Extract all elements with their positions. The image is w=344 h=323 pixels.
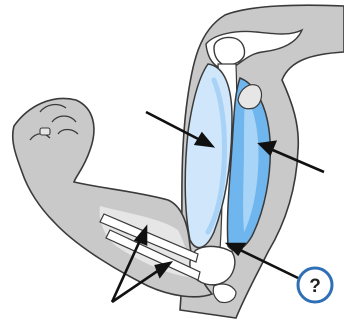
olecranon <box>213 284 236 303</box>
humerus-head <box>214 37 245 64</box>
thumbnail <box>40 128 50 135</box>
question-badge[interactable]: ? <box>298 268 332 302</box>
question-mark: ? <box>309 276 321 297</box>
